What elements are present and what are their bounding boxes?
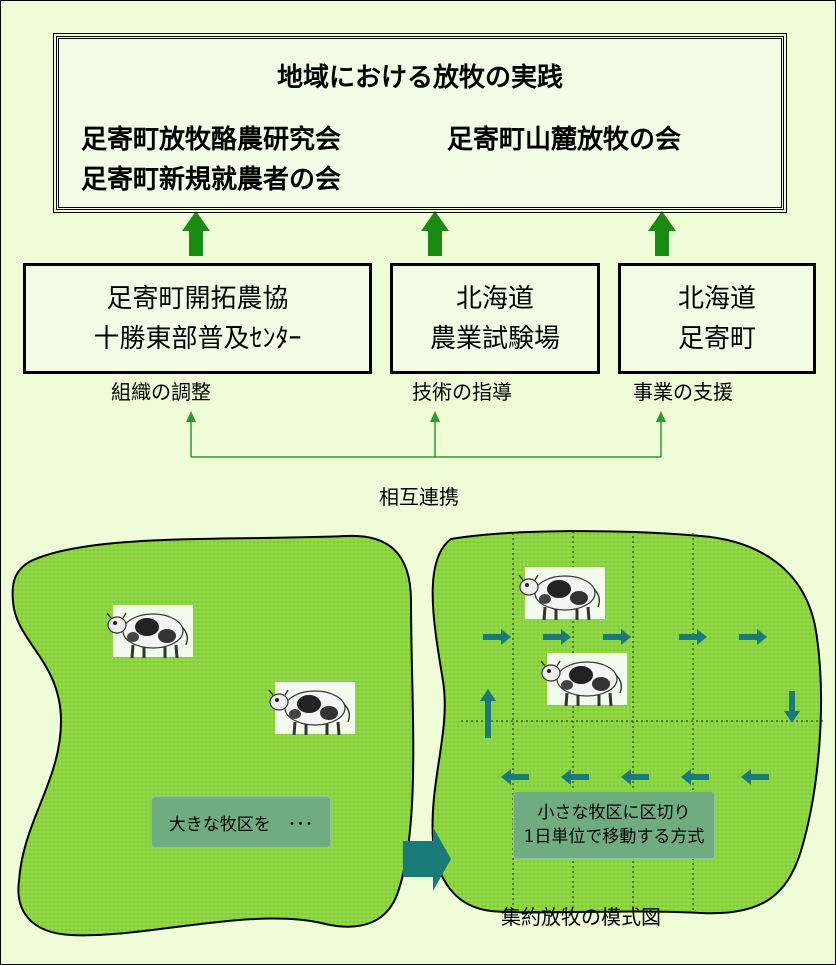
paddock-text-line: 1日単位で移動する方式: [523, 827, 705, 847]
large-pasture: [11, 534, 415, 937]
cow-icon: [105, 603, 195, 660]
org-role-label: 技術の指導: [412, 380, 512, 404]
rotation-arrows: [480, 629, 800, 785]
up-arrow-icon: [421, 211, 449, 256]
org-name-line: 十勝東部普及ｾﾝﾀｰ: [93, 323, 302, 354]
diagram-caption: 集約放牧の模式図: [501, 905, 661, 929]
org-name-line: 足寄町開拓農協: [106, 283, 289, 314]
org-name-line: 北海道: [677, 283, 756, 314]
paddock-pasture-label: 小さな牧区に区切り 1日単位で移動する方式: [513, 791, 715, 859]
right-arrow-icon: [403, 827, 451, 891]
cow-icon: [539, 651, 629, 708]
org-name-line: 農業試験場: [429, 323, 560, 354]
group-label: 足寄町新規就農者の会: [81, 165, 342, 195]
local-practice-box: 地域における放牧の実践 足寄町放牧酪農研究会 足寄町山麓放牧の会 足寄町新規就農…: [53, 33, 787, 213]
practice-title: 地域における放牧の実践: [276, 63, 563, 93]
org-name-line: 北海道: [455, 283, 534, 314]
paddock-text-line: 小さな牧区に区切り: [537, 803, 691, 823]
cow-icon: [267, 680, 357, 737]
large-pasture-text: 大きな牧区を ･･･: [168, 814, 314, 835]
org-role-label: 組織の調整: [111, 380, 211, 404]
group-label: 足寄町放牧酪農研究会: [81, 125, 342, 155]
org-name-line: 足寄町: [677, 323, 756, 354]
up-arrow-icon: [182, 211, 210, 256]
cow-icon: [517, 565, 607, 622]
cooperation-label: 相互連携: [379, 485, 459, 509]
org-box-experiment-station: 北海道 農業試験場: [390, 263, 600, 374]
org-role-label: 事業の支援: [633, 380, 733, 404]
large-pasture-label: 大きな牧区を ･･･: [151, 796, 331, 848]
cooperation-connector: [186, 411, 666, 458]
org-box-cooperative: 足寄町開拓農協 十勝東部普及ｾﾝﾀｰ: [23, 263, 372, 374]
org-box-town: 北海道 足寄町: [618, 263, 816, 374]
group-label: 足寄町山麓放牧の会: [447, 125, 682, 155]
up-arrow-icon: [648, 211, 676, 256]
